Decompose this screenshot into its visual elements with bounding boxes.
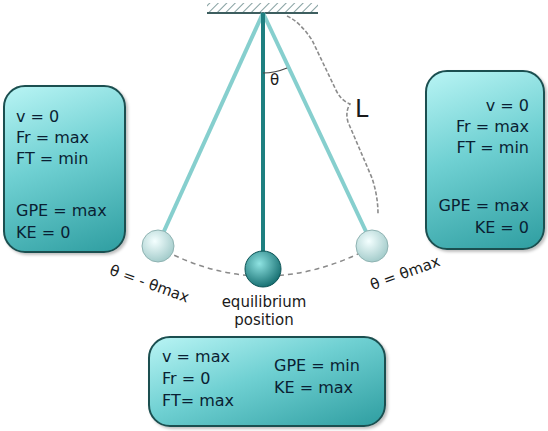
- state-text: KE = max: [274, 378, 353, 398]
- state-text: KE = 0: [16, 223, 70, 243]
- string-center: [261, 13, 265, 256]
- bob-center: [245, 251, 281, 287]
- angle-value-label: θ = - θmax: [107, 262, 191, 306]
- state-text: Fr = 0: [162, 369, 210, 389]
- angle-symbol: θ: [270, 72, 279, 89]
- bob-right: [356, 230, 388, 262]
- state-text: v = 0: [16, 107, 59, 127]
- length-brace: [287, 16, 378, 214]
- extreme-state-box: v = 0Fr = maxFT = minGPE = maxKE = 0: [3, 85, 126, 253]
- string-left: [160, 13, 263, 240]
- bob-left: [142, 230, 174, 262]
- state-text: GPE = min: [274, 356, 360, 376]
- state-text: FT = min: [16, 149, 88, 169]
- state-text: FT = min: [457, 138, 529, 158]
- length-label: L: [355, 96, 368, 122]
- string-right: [263, 13, 370, 240]
- equilibrium-state-box: v = maxFr = 0FT= max GPE = minKE = max: [148, 336, 386, 427]
- state-text: KE = 0: [475, 218, 529, 238]
- ceiling-hatch: [207, 3, 318, 13]
- state-text: v = max: [162, 347, 230, 367]
- state-text: FT= max: [162, 391, 234, 411]
- state-text: v = 0: [486, 96, 529, 116]
- state-text: GPE = max: [16, 201, 107, 221]
- state-text: Fr = max: [16, 128, 89, 148]
- state-text: Fr = max: [456, 117, 529, 137]
- state-text: GPE = max: [438, 196, 529, 216]
- position-label: equilibrium position: [214, 293, 314, 329]
- extreme-state-box: v = 0Fr = maxFT = minGPE = maxKE = 0: [425, 70, 545, 250]
